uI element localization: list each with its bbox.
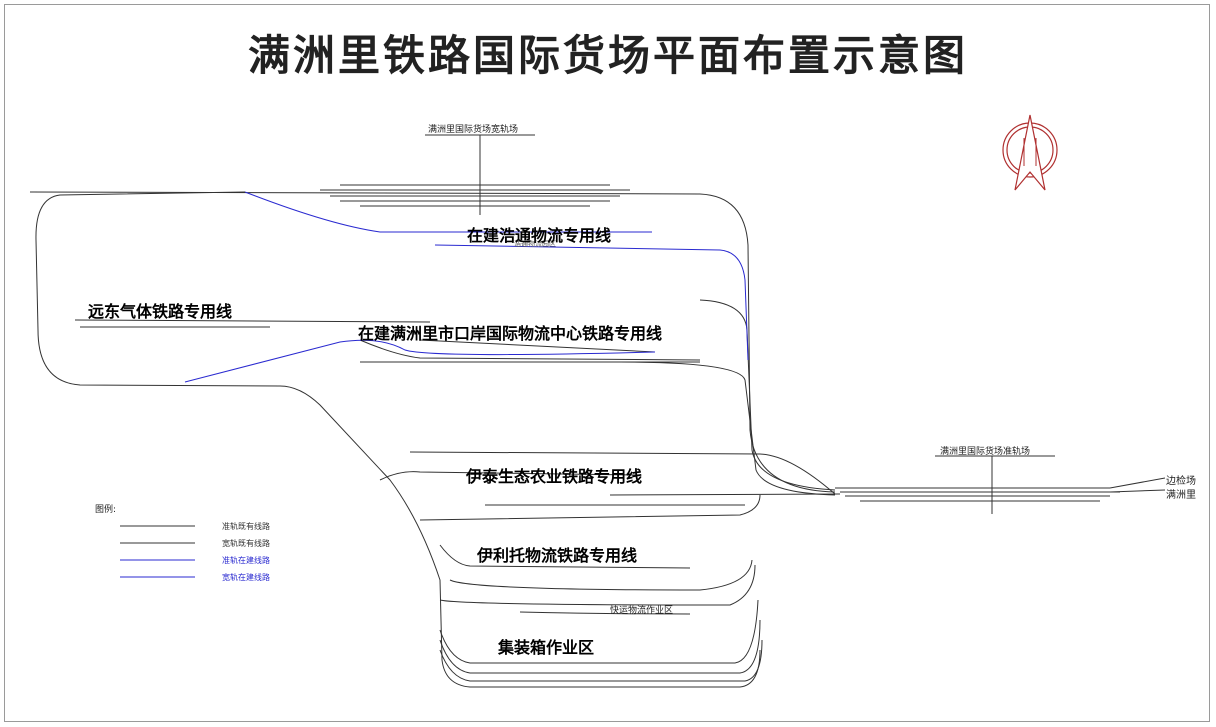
legend-item-std-existing: 准轨既有线路 [222,522,270,531]
map-title: 满洲里铁路国际货场平面布置示意图 [247,31,968,80]
track-yuandong-1 [74,319,431,323]
track-yitai-2 [609,493,841,496]
track-express-1 [439,564,756,606]
haotong-siding-label: 在建浩通物流专用线 [467,226,612,245]
track-yili-4 [449,559,753,591]
border-inspection-label: 边检场 [1166,476,1196,487]
north-compass-icon [1002,114,1058,191]
track-container-1 [439,599,759,664]
track-haotong-construction [244,191,652,233]
container-zone-label: 集装箱作业区 [498,638,595,657]
track-port-construction [184,339,656,383]
legend-item-wide-construction: 宽轨在建线路 [222,573,270,582]
track-west-loop [35,191,761,688]
legend-item-wide-existing: 宽轨既有线路 [222,539,270,548]
manzhouli-label: 满洲里 [1166,490,1196,501]
track-east-2 [619,361,836,496]
wide-gauge-yard-label: 满洲里国际货场宽轨场 [428,125,519,135]
yuandong-siding-label: 远东气体铁路专用线 [88,302,233,321]
track-container-2 [439,619,761,674]
track-express-2 [519,611,691,615]
track-yili-1 [419,494,761,521]
track-yili-3 [439,544,691,569]
track-yitai-1 [379,471,641,481]
legend-item-std-construction: 准轨在建线路 [222,556,270,565]
yitai-siding-label: 伊泰生态农业铁路专用线 [466,467,643,486]
standard-gauge-yard-label: 满洲里国际货场准轨场 [940,447,1031,457]
legend-lines [120,525,195,578]
std-yard-marker [935,455,1055,514]
track-border-line [1109,477,1166,489]
yili-siding-label: 伊利托物流铁路专用线 [477,546,638,565]
haotong-area-label: 浩通物流园区 [514,240,556,248]
track-top-main [29,191,836,493]
express-zone-label: 快运物流作业区 [610,606,674,616]
track-port-2 [359,339,701,361]
legend-title: 图例: [95,505,117,515]
track-container-3 [439,639,763,682]
map-frame [4,4,1210,722]
port-center-siding-label: 在建满洲里市口岸国际物流中心铁路专用线 [358,324,663,343]
wide-yard-marker [425,134,535,215]
track-east-3 [409,451,836,495]
track-port-1 [419,339,656,353]
track-haotong-construction-2 [434,244,749,361]
track-manzhouli-line [1109,489,1166,493]
track-east-1 [699,299,836,491]
